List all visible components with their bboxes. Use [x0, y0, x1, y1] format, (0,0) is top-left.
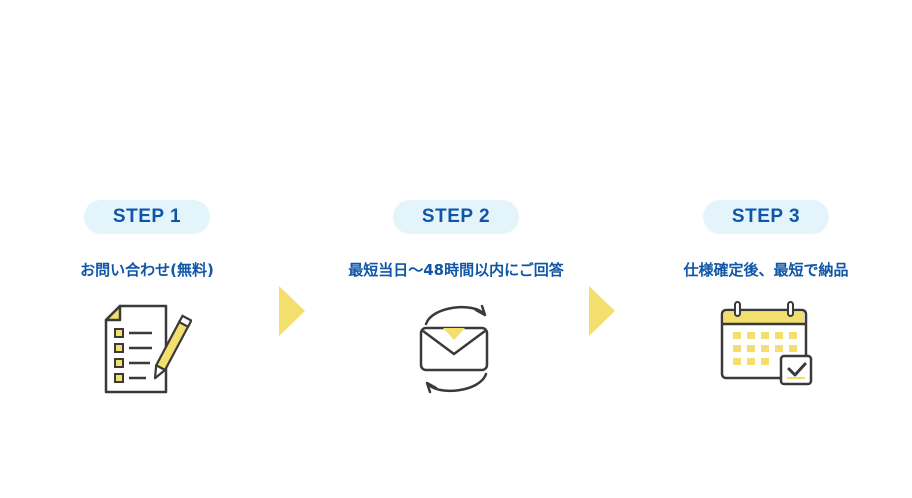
step-1: STEP 1 お問い合わせ(無料) — [17, 200, 277, 410]
mail-exchange-icon — [401, 300, 511, 410]
next-arrow-icon — [279, 286, 305, 336]
step-2: STEP 2 最短当日〜48時間以内にご回答 — [326, 200, 586, 410]
step-3: STEP 3 仕様確定後、最短で納品 — [636, 200, 896, 410]
step-3-caption: 仕様確定後、最短で納品 — [683, 261, 849, 279]
step-1-caption: お問い合わせ(無料) — [80, 261, 214, 279]
step-3-badge: STEP 3 — [703, 200, 829, 234]
next-arrow-icon — [589, 286, 615, 336]
step-2-badge: STEP 2 — [393, 200, 519, 234]
form-checklist-pencil-icon — [92, 300, 202, 410]
step-2-caption: 最短当日〜48時間以内にご回答 — [348, 261, 564, 279]
step-1-badge: STEP 1 — [84, 200, 210, 234]
calendar-check-icon — [711, 300, 821, 410]
